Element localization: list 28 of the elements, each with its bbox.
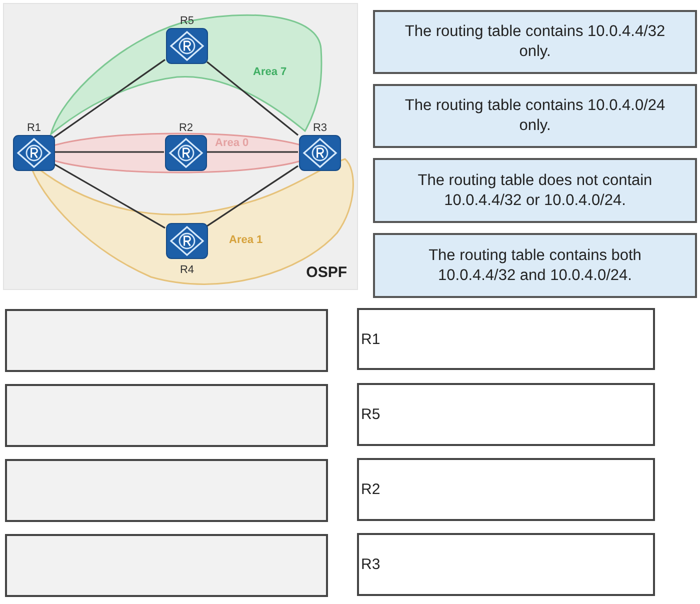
- router-name: R1: [26, 121, 42, 135]
- network-link: [206, 61, 298, 136]
- answer-box: [5, 384, 328, 447]
- answer-box: [5, 459, 328, 522]
- network-link: [206, 151, 298, 153]
- network-link: [54, 59, 166, 138]
- area-label: Area 1: [229, 234, 263, 246]
- router-card: R3: [357, 533, 655, 596]
- router-card: R5: [357, 383, 655, 446]
- router-name: R2: [178, 121, 194, 135]
- answer-option: The routing table does not contain 10.0.4.4/32 or 10.0.4.0/24.: [373, 158, 697, 223]
- router-name: R4: [178, 263, 196, 277]
- router-card: R2: [357, 458, 655, 521]
- area-label: Area 7: [253, 66, 287, 78]
- answer-option: The routing table contains both 10.0.4.4/32 and 10.0.4.0/24.: [373, 233, 697, 298]
- diagram-panel: [3, 3, 358, 290]
- answer-box: [5, 309, 328, 372]
- network-link: [54, 163, 166, 229]
- router-card: R1: [357, 308, 655, 370]
- answer-option: The routing table contains 10.0.4.0/24 only.: [373, 84, 697, 148]
- router-name: R3: [312, 121, 328, 135]
- network-link: [206, 165, 298, 227]
- area-label: Area 0: [215, 137, 249, 149]
- network-link: [54, 151, 164, 153]
- panel-title: OSPF: [306, 264, 347, 281]
- router-name: R5: [178, 14, 196, 28]
- answer-option: The routing table contains 10.0.4.4/32 only.: [373, 10, 697, 74]
- answer-box: [5, 534, 328, 597]
